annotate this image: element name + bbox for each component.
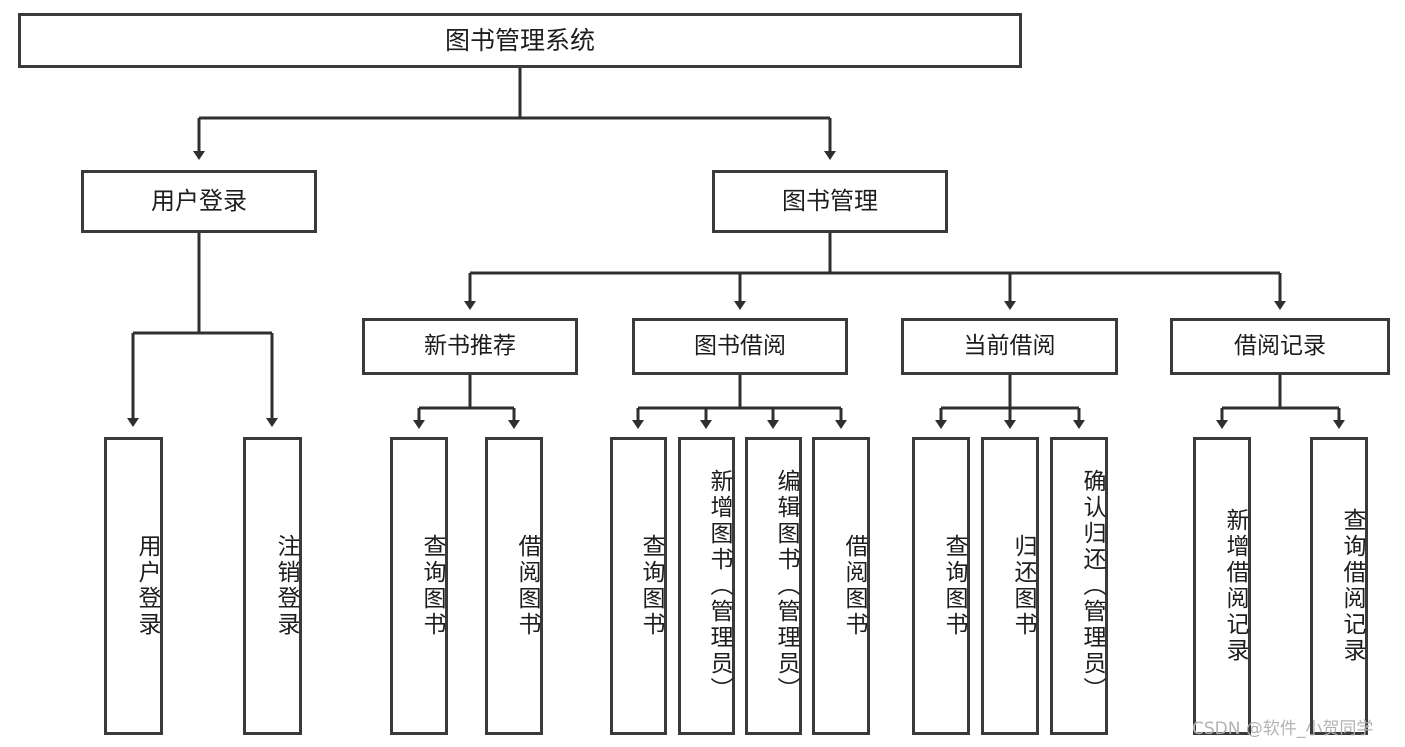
leaf-recommend-borrow-book[interactable]: 借阅图书 bbox=[485, 437, 543, 735]
leaf-recommend-query-book[interactable]: 查询图书 bbox=[390, 437, 448, 735]
node-borrow-records[interactable]: 借阅记录 bbox=[1170, 318, 1390, 375]
leaf-label: 新增借阅记录 bbox=[1222, 508, 1248, 664]
node-user-login[interactable]: 用户登录 bbox=[81, 170, 317, 233]
leaf-label: 注销登录 bbox=[273, 534, 299, 638]
leaf-label: 用户登录 bbox=[134, 534, 160, 638]
leaf-label: 确认归还（管理员） bbox=[1079, 469, 1105, 703]
leaf-borrow-edit-book-admin[interactable]: 编辑图书（管理员） bbox=[745, 437, 802, 735]
leaf-label: 借阅图书 bbox=[841, 534, 867, 638]
node-book-borrow[interactable]: 图书借阅 bbox=[632, 318, 848, 375]
leaf-label: 查询图书 bbox=[419, 534, 445, 638]
leaf-label: 归还图书 bbox=[1010, 534, 1036, 638]
leaf-current-query-book[interactable]: 查询图书 bbox=[912, 437, 970, 735]
leaf-label: 借阅图书 bbox=[514, 534, 540, 638]
leaf-records-query-record[interactable]: 查询借阅记录 bbox=[1310, 437, 1368, 735]
node-current-borrow[interactable]: 当前借阅 bbox=[901, 318, 1118, 375]
leaf-label: 新增图书（管理员） bbox=[706, 469, 732, 703]
node-book-management[interactable]: 图书管理 bbox=[712, 170, 948, 233]
leaf-borrow-borrow-book[interactable]: 借阅图书 bbox=[812, 437, 870, 735]
csdn-watermark: CSDN @软件_小贺同学 bbox=[1192, 719, 1374, 739]
leaf-label: 查询借阅记录 bbox=[1339, 508, 1365, 664]
node-new-book-recommend[interactable]: 新书推荐 bbox=[362, 318, 578, 375]
leaf-borrow-add-book-admin[interactable]: 新增图书（管理员） bbox=[678, 437, 735, 735]
leaf-current-confirm-return-admin[interactable]: 确认归还（管理员） bbox=[1050, 437, 1108, 735]
leaf-label: 查询图书 bbox=[941, 534, 967, 638]
leaf-user-login[interactable]: 用户登录 bbox=[104, 437, 163, 735]
leaf-current-return-book[interactable]: 归还图书 bbox=[981, 437, 1039, 735]
leaf-label: 查询图书 bbox=[638, 534, 664, 638]
leaf-user-logout[interactable]: 注销登录 bbox=[243, 437, 302, 735]
node-root-system[interactable]: 图书管理系统 bbox=[18, 13, 1022, 68]
leaf-records-add-record[interactable]: 新增借阅记录 bbox=[1193, 437, 1251, 735]
leaf-label: 编辑图书（管理员） bbox=[773, 469, 799, 703]
leaf-borrow-query-book[interactable]: 查询图书 bbox=[610, 437, 667, 735]
